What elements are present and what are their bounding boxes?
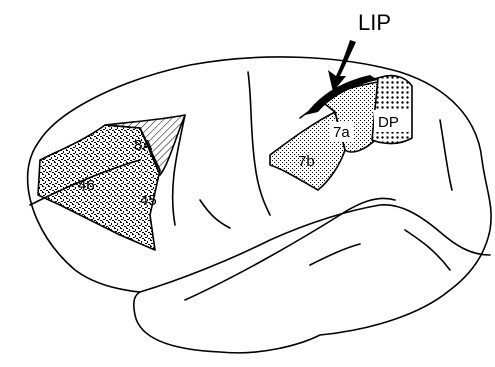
label-lip: LIP (358, 10, 391, 35)
label-area-45: 45 (140, 192, 157, 209)
frontal-sulcus (200, 200, 230, 228)
label-area-7b: 7b (298, 153, 315, 170)
label-area-46: 46 (78, 177, 95, 194)
temporal-lobe-outline (140, 205, 490, 292)
sylvian-fissure (185, 198, 395, 300)
central-sulcus (248, 72, 270, 215)
label-area-dp: DP (378, 114, 399, 131)
lunate-sulcus (440, 120, 452, 190)
area-dp-region (372, 76, 412, 144)
label-area-7a: 7a (333, 124, 350, 141)
occipital-sulcus (405, 230, 450, 270)
label-area-8a: 8A (134, 137, 152, 154)
sts-branch (310, 244, 360, 265)
